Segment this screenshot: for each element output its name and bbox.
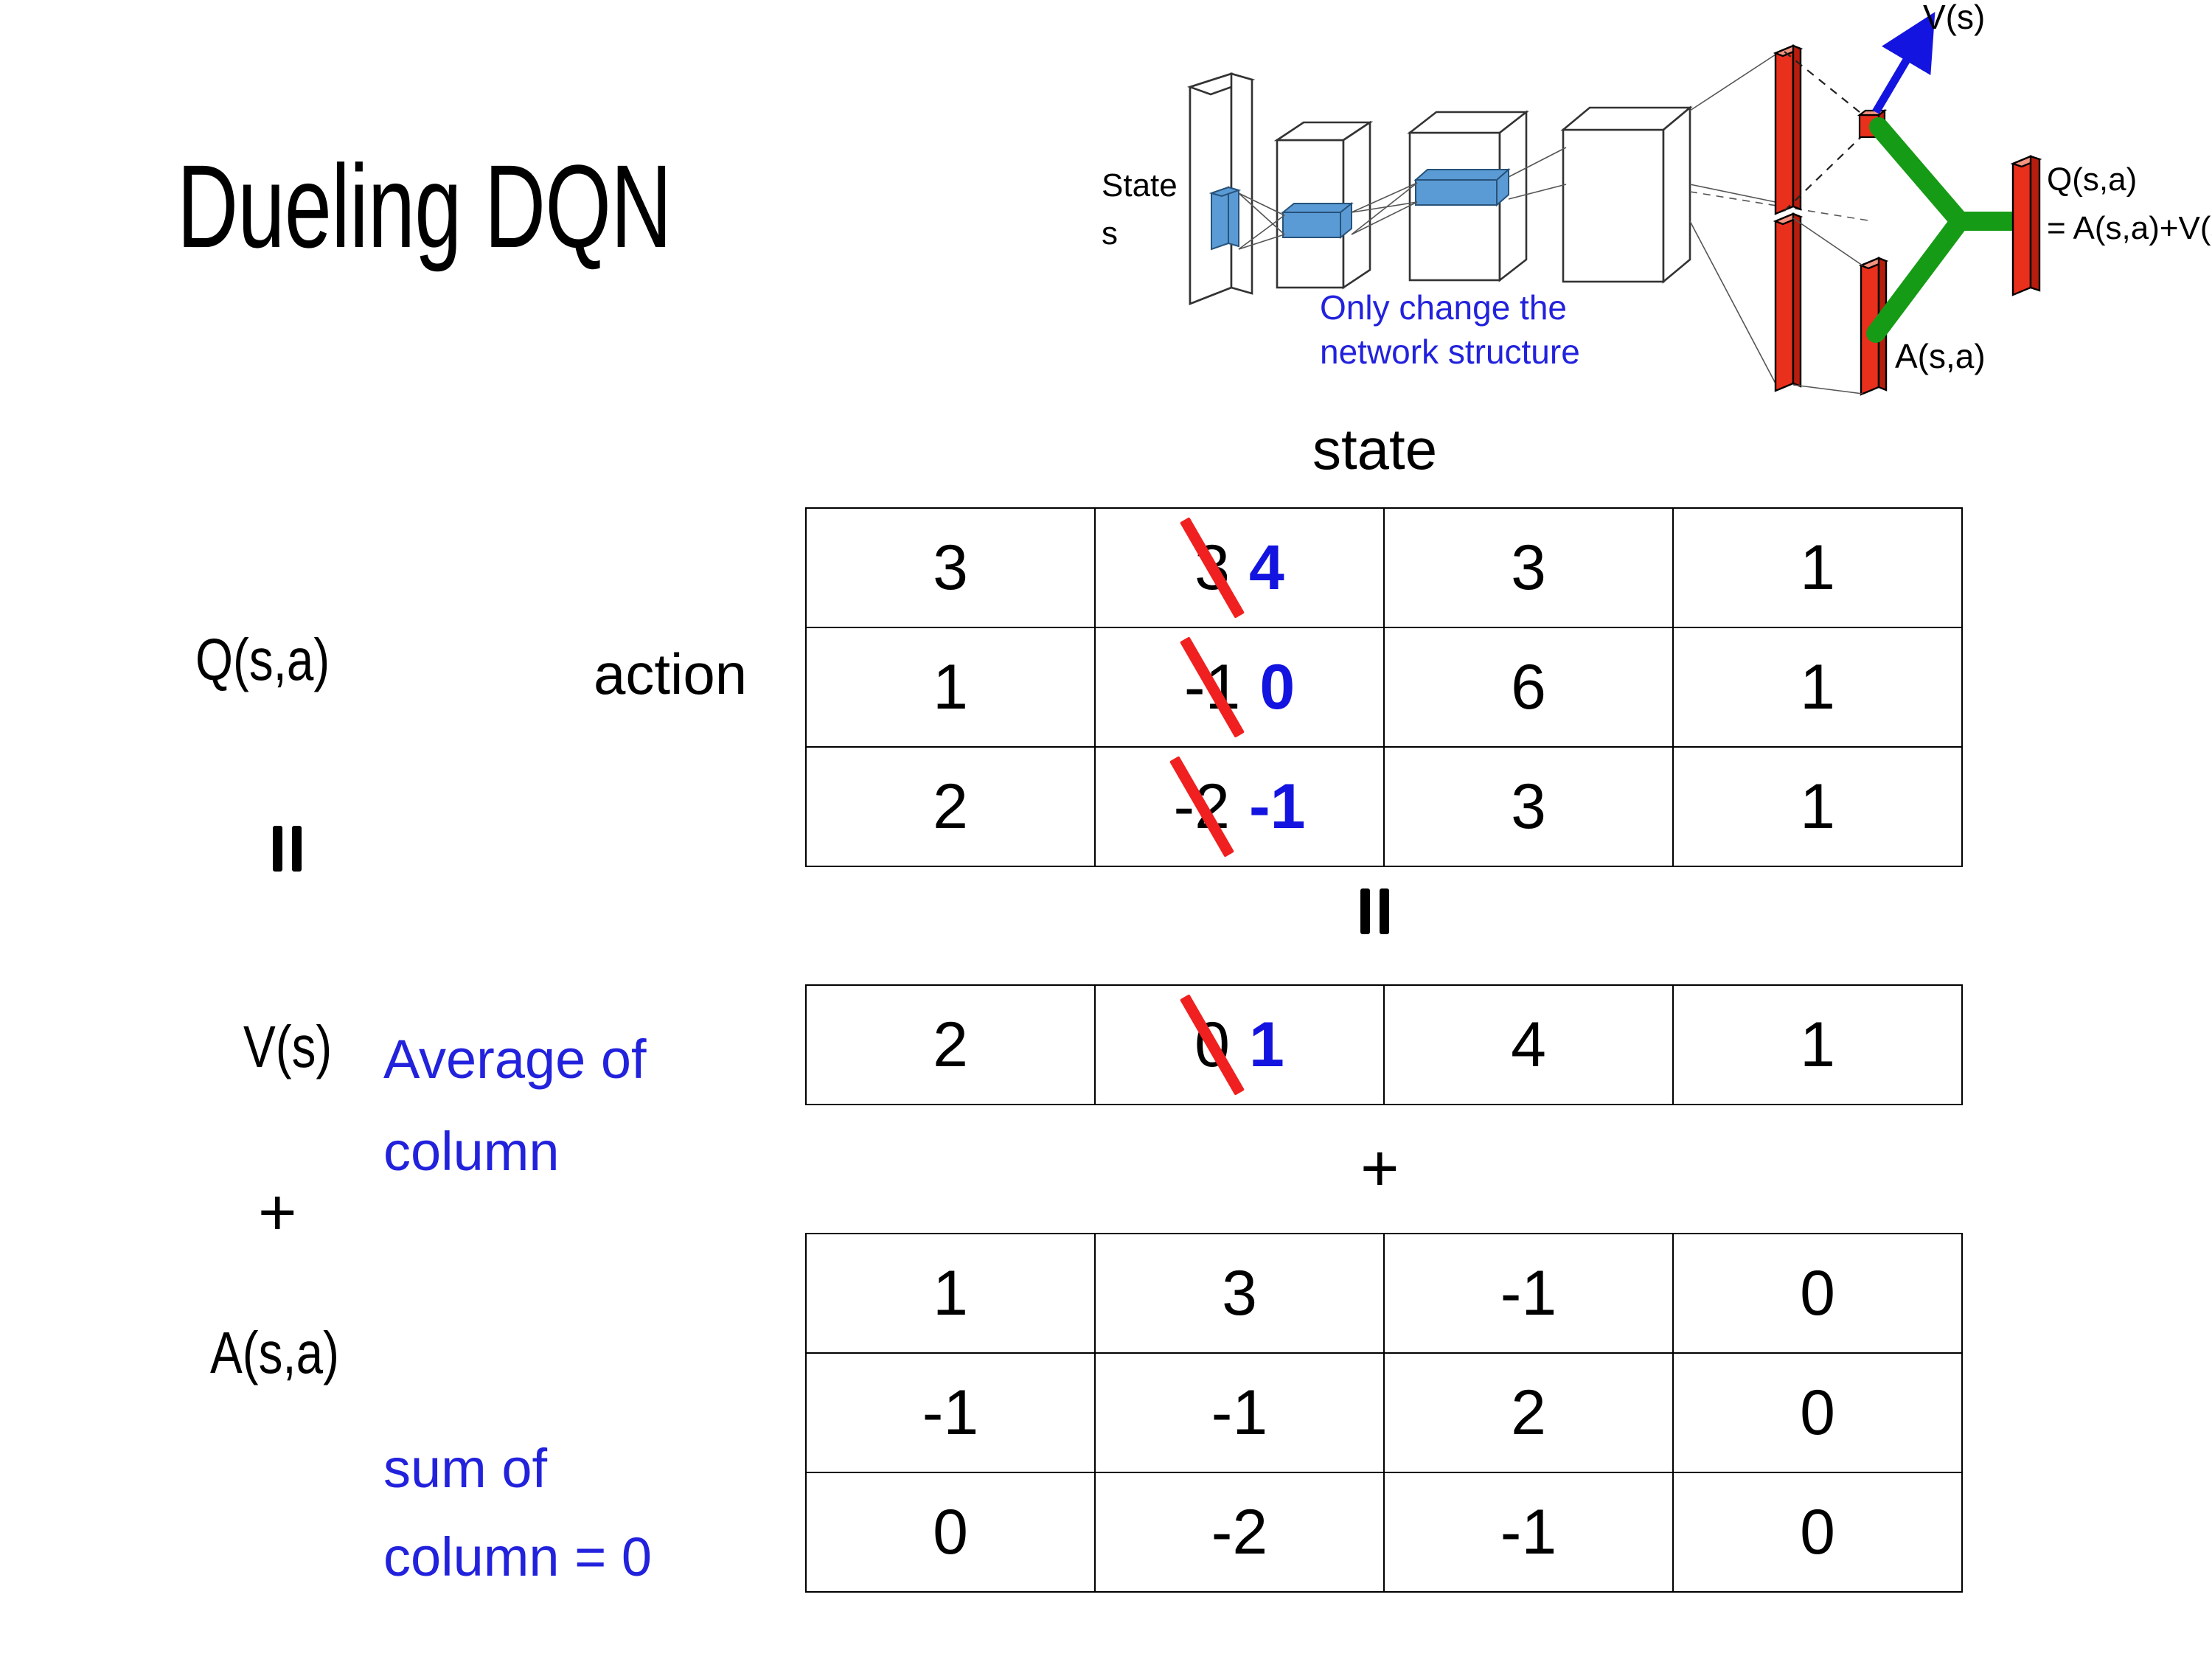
cell-a-r1c3[interactable]: 0 [1672,1352,1963,1473]
table-row: 2 0 1 4 1 [805,984,1963,1105]
struck-value-wrapper: 3 [1180,517,1245,619]
table-row: 3 3 4 3 1 [805,507,1963,628]
diagram-state-subscript: s [1102,215,1118,251]
cell-q-r1c3[interactable]: 1 [1672,627,1963,748]
diagram-v-label: V(s) [1923,0,1986,36]
label-a-function: A(s,a) [210,1320,339,1385]
cell-a-r0c1[interactable]: 3 [1094,1233,1385,1354]
table-row: 2 -2 -1 3 1 [805,746,1963,867]
cell-a-r2c1[interactable]: -2 [1094,1472,1385,1593]
new-value: 0 [1259,651,1295,723]
diagram-q-label-line1: Q(s,a) [2047,161,2138,198]
axis-label-action: action [594,641,748,706]
table-row: 1 -1 0 6 1 [805,627,1963,748]
cell-a-r1c2[interactable]: 2 [1383,1352,1674,1473]
cell-q-r0c0[interactable]: 3 [805,507,1096,628]
diagram-a-label: A(s,a) [1895,337,1986,375]
cell-v-c3[interactable]: 1 [1672,984,1963,1105]
dueling-network-diagram: State s Only change the network structur… [1091,0,2212,413]
cell-q-r0c1[interactable]: 3 4 [1094,507,1385,628]
cell-q-r2c0[interactable]: 2 [805,746,1096,867]
diagram-note-line2: network structure [1320,333,1580,371]
new-value: -1 [1249,771,1306,842]
cell-a-r2c2[interactable]: -1 [1383,1472,1674,1593]
cell-a-r1c1[interactable]: -1 [1094,1352,1385,1473]
table-row: -1 -1 2 0 [805,1352,1963,1473]
advantage-table: 1 3 -1 0 -1 -1 2 0 0 -2 -1 0 [805,1233,1963,1593]
diagram-note-line1: Only change the [1320,288,1568,327]
plus-sign-between-tables: + [1360,1132,1399,1206]
cell-q-r1c0[interactable]: 1 [805,627,1096,748]
new-value: 1 [1249,1009,1284,1080]
v-value-table: 2 0 1 4 1 [805,984,1963,1105]
axis-label-state: state [1312,417,1438,481]
cell-q-r1c2[interactable]: 6 [1383,627,1674,748]
diagram-q-label-line2: = A(s,a)+V(s) [2047,210,2212,246]
v-note-line1: Average of [383,1029,647,1090]
cell-q-r1c1[interactable]: -1 0 [1094,627,1385,748]
cell-a-r0c0[interactable]: 1 [805,1233,1096,1354]
cell-a-r2c0[interactable]: 0 [805,1472,1096,1593]
a-note-line2: column = 0 [383,1526,653,1587]
cell-a-r0c3[interactable]: 0 [1672,1233,1963,1354]
cell-q-r2c1[interactable]: -2 -1 [1094,746,1385,867]
cell-q-r2c2[interactable]: 3 [1383,746,1674,867]
plus-sign-v-to-a: + [258,1176,297,1250]
cell-q-r0c3[interactable]: 1 [1672,507,1963,628]
cell-v-c1[interactable]: 0 1 [1094,984,1385,1105]
cell-a-r1c0[interactable]: -1 [805,1352,1096,1473]
new-value: 4 [1249,532,1284,603]
cell-v-c2[interactable]: 4 [1383,984,1674,1105]
a-note-line1: sum of [383,1438,548,1499]
q-value-table: 3 3 4 3 1 1 -1 0 6 1 2 [805,507,1963,867]
label-v-function: V(s) [243,1014,333,1079]
table-row: 0 -2 -1 0 [805,1472,1963,1593]
table-row: 1 3 -1 0 [805,1233,1963,1354]
cell-a-r0c2[interactable]: -1 [1383,1233,1674,1354]
cell-a-r2c3[interactable]: 0 [1672,1472,1963,1593]
label-q-function: Q(s,a) [195,627,330,692]
struck-value-wrapper: -2 [1169,756,1234,858]
cell-v-c0[interactable]: 2 [805,984,1096,1105]
struck-value-wrapper: -1 [1180,636,1245,738]
v-note-line2: column [383,1121,560,1182]
struck-value-wrapper: 0 [1180,994,1245,1096]
cell-q-r2c3[interactable]: 1 [1672,746,1963,867]
page-title: Dueling DQN [177,140,672,272]
cell-q-r0c2[interactable]: 3 [1383,507,1674,628]
diagram-state-label: State [1102,167,1178,204]
